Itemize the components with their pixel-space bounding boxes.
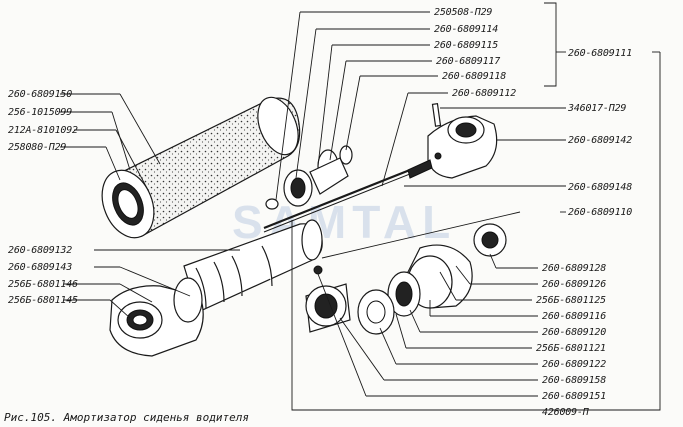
- part-label: 212А-8101092: [8, 125, 78, 136]
- part-label: 260-6809112: [452, 88, 516, 99]
- part-label: 260-6809150: [8, 89, 72, 100]
- part-label: 260-6809151: [542, 391, 606, 402]
- part-label: 256-1015099: [8, 107, 72, 118]
- part-label: 260-6809158: [542, 375, 606, 386]
- part-label: 256Б-6801121: [536, 343, 606, 354]
- part-label: 260-6809115: [434, 40, 498, 51]
- part-label: 260-6809120: [542, 327, 606, 338]
- part-label: 346017-П29: [567, 103, 626, 114]
- part-label: 260-6809122: [542, 359, 606, 370]
- part-label: 260-6809132: [8, 245, 72, 256]
- part-label: 426009-П: [542, 407, 590, 418]
- dust-cover: [101, 96, 301, 239]
- part-label: 260-6809117: [436, 56, 500, 67]
- part-label: 260-6809118: [442, 71, 506, 82]
- part-label: 256Б-6801145: [8, 295, 78, 306]
- part-label: 260-6809110: [568, 207, 632, 218]
- part-label: 260-6809116: [542, 311, 606, 322]
- part-label: 260-6809143: [8, 262, 72, 273]
- part-label: 250508-П29: [434, 7, 492, 18]
- valve-parts: [305, 223, 507, 335]
- part-label: 256Б-6801125: [536, 295, 606, 306]
- cylinder-body: [183, 219, 323, 313]
- lower-eye: [109, 277, 204, 357]
- part-label: 260-6809114: [434, 24, 498, 35]
- leader-lines: [60, 2, 661, 411]
- upper-eye: [263, 103, 498, 233]
- part-label: 260-6809148: [568, 182, 632, 193]
- seal-stack: [265, 145, 353, 210]
- part-label: 260-6809126: [542, 279, 606, 290]
- part-label: 260-6809142: [568, 135, 632, 146]
- figure-caption: Рис.105. Амортизатор сиденья водителя: [4, 411, 249, 424]
- part-label: 256Б-6801146: [8, 279, 78, 290]
- part-label: 258080-П29: [8, 142, 66, 153]
- part-label: 260-6809128: [542, 263, 606, 274]
- part-labels: 250508-П29 260-6809114 260-6809115 260-6…: [8, 7, 632, 418]
- part-label: 260-6809111: [568, 48, 632, 59]
